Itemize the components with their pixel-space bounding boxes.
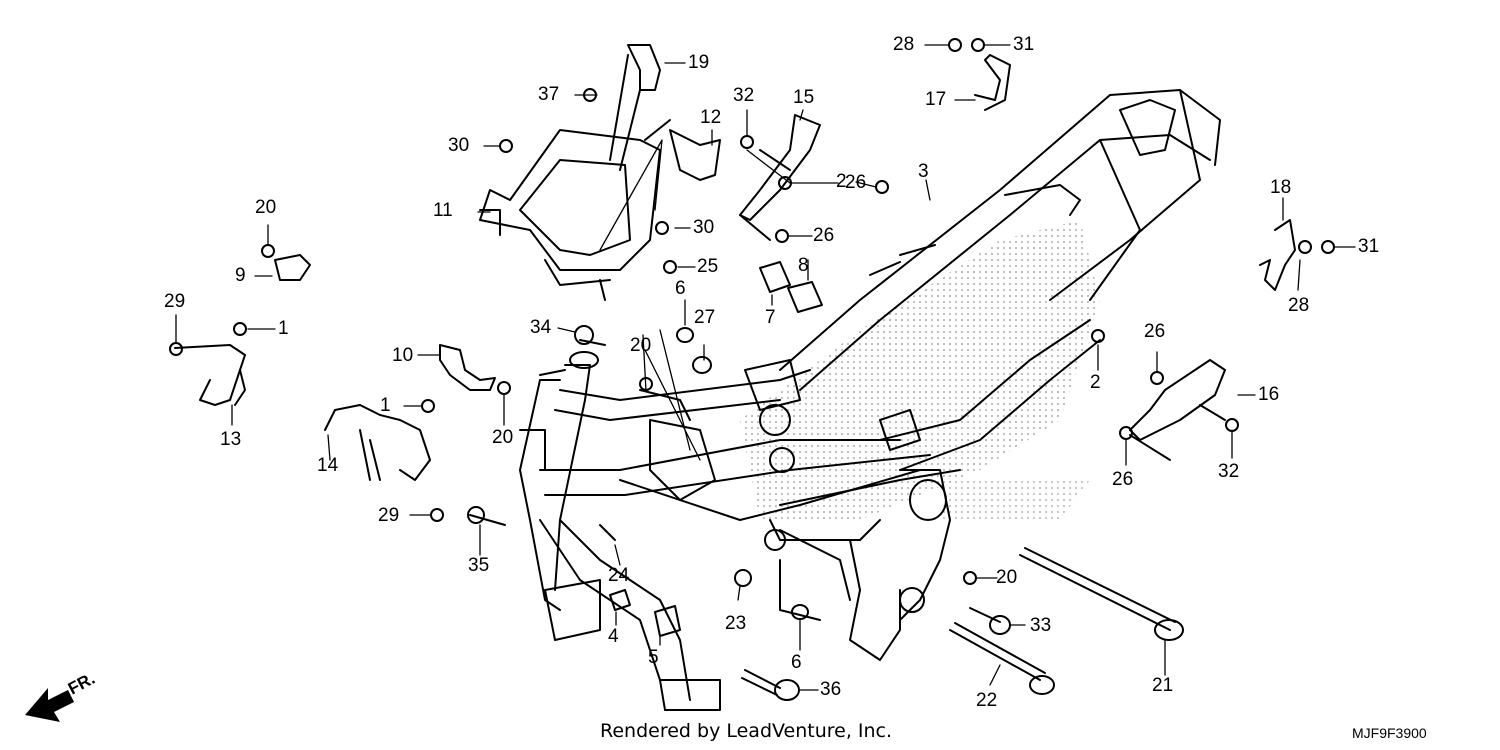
callout-6: 6	[791, 652, 802, 673]
callout-33: 33	[1030, 615, 1052, 636]
callout-30: 30	[693, 217, 715, 238]
part-10	[439, 344, 496, 391]
callout-26: 26	[1144, 321, 1166, 342]
part-13	[174, 344, 246, 406]
callout-2: 2	[1090, 372, 1101, 393]
part-9	[274, 254, 311, 281]
center-brackets	[519, 359, 921, 501]
callout-20: 20	[255, 197, 277, 218]
callout-28: 28	[893, 34, 915, 55]
callout-1: 1	[278, 318, 289, 339]
callout-19: 19	[688, 52, 710, 73]
callout-8: 8	[798, 255, 809, 276]
shading-area	[740, 220, 1100, 520]
front-direction-arrow-icon	[25, 688, 74, 722]
bracket-11	[479, 129, 661, 301]
bracket-18	[1259, 219, 1296, 291]
leader-lines	[175, 44, 1356, 691]
small-fasteners	[169, 38, 1335, 585]
diagram-code: MJF9F3900	[1352, 725, 1427, 741]
callout-22: 22	[976, 690, 998, 711]
callout-3: 3	[918, 161, 929, 182]
callout-28: 28	[1288, 295, 1310, 316]
callout-29: 29	[164, 291, 186, 312]
bracket-16	[1129, 359, 1226, 461]
callout-25: 25	[697, 256, 719, 277]
callout-2: 2	[836, 171, 847, 192]
callout-11: 11	[433, 200, 453, 221]
callout-16: 16	[1258, 384, 1280, 405]
callout-29: 29	[378, 505, 400, 526]
callout-36: 36	[820, 679, 842, 700]
callout-20: 20	[630, 335, 652, 356]
bushings-7-8	[759, 261, 823, 313]
callout-12: 12	[700, 107, 722, 128]
callout-37: 37	[538, 84, 560, 105]
callout-30: 30	[448, 135, 470, 156]
callout-14: 14	[317, 455, 339, 476]
callout-15: 15	[793, 87, 815, 108]
callout-27: 27	[694, 307, 716, 328]
callout-32: 32	[1218, 461, 1240, 482]
callout-23: 23	[725, 613, 747, 634]
bracket-12	[644, 119, 721, 181]
collars	[609, 327, 809, 637]
callout-21: 21	[1152, 675, 1174, 696]
callout-1: 1	[380, 395, 391, 416]
footer-credit: Rendered by LeadVenture, Inc.	[600, 720, 893, 742]
callout-31: 31	[1013, 34, 1035, 55]
hose-19	[609, 44, 661, 171]
bracket-15	[739, 114, 821, 241]
callout-26: 26	[1112, 469, 1134, 490]
callout-13: 13	[220, 429, 242, 450]
callout-18: 18	[1270, 177, 1292, 198]
rear-subframe	[779, 89, 1221, 391]
callout-9: 9	[235, 265, 246, 286]
part-14	[324, 404, 431, 481]
callout-26: 26	[845, 172, 867, 193]
front-downtube	[519, 351, 721, 711]
callout-10: 10	[392, 345, 414, 366]
callout-4: 4	[608, 626, 619, 647]
callout-5: 5	[648, 647, 659, 668]
callout-7: 7	[765, 307, 776, 328]
callout-26: 26	[813, 225, 835, 246]
callout-20: 20	[492, 427, 514, 448]
callout-24: 24	[608, 565, 630, 586]
callout-35: 35	[468, 555, 490, 576]
callout-31: 31	[1358, 236, 1380, 257]
callout-6: 6	[675, 278, 686, 299]
callout-32: 32	[733, 85, 755, 106]
callout-20: 20	[996, 567, 1018, 588]
bracket-17	[974, 54, 1011, 111]
callout-34: 34	[530, 317, 552, 338]
long-bolts	[467, 325, 1184, 701]
callout-17: 17	[925, 89, 947, 110]
